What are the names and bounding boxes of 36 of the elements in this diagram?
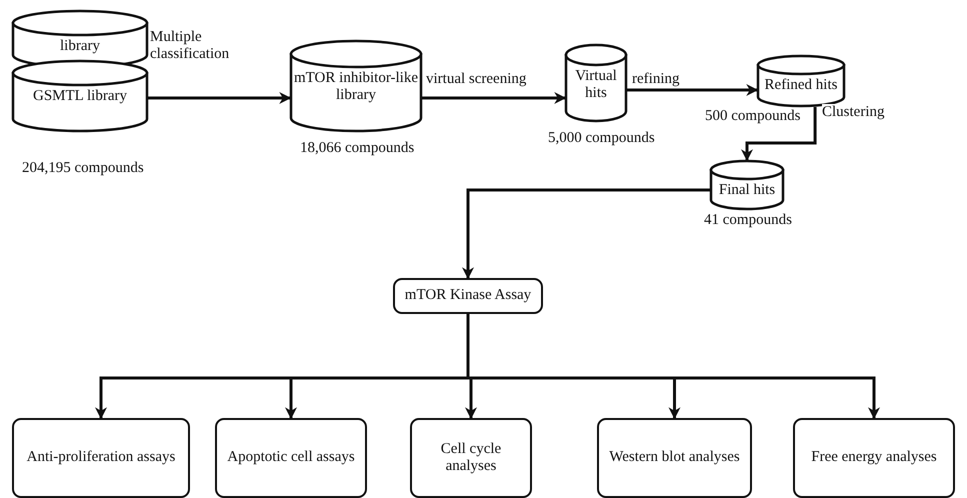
process-box [12,418,190,498]
node-label: library [60,38,100,56]
node-label: Anti-proliferation assays [26,449,176,467]
edge-label: virtual screening [426,70,526,87]
node-label: Refined hits [764,77,838,95]
database-cylinder [757,55,845,107]
compound-count: 5,000 compounds [548,130,655,147]
arrow [148,92,292,104]
edge-label: refining [632,70,680,87]
node-label: Free energy analyses [811,449,937,467]
node-label: Virtual hits [574,68,618,104]
node-label: Apoptotic cell assays [227,449,355,467]
node-label: Cell cycle analyses [440,440,502,476]
process-box [410,418,532,498]
arrow [462,188,710,280]
database-cylinder [710,160,784,210]
compound-count: 204,195 compounds [22,160,144,177]
process-box [597,418,752,498]
process-box [793,418,955,498]
process-box [393,278,543,314]
node-label: mTOR inhibitor-like library [293,70,419,106]
compound-count: 41 compounds [704,212,792,229]
database-cylinder [290,40,422,132]
database-cylinder [565,44,627,122]
arrow [627,84,758,96]
arrow [741,107,817,162]
edge-label: Clustering [822,104,884,120]
node-label: Final hits [718,182,776,200]
arrow [422,92,566,104]
node-label: Western blot analyses [609,449,740,467]
compound-count: 500 compounds [705,108,800,125]
node-label: mTOR Kinase Assay [404,287,532,305]
node-label: GSMTL library [32,88,127,106]
compound-count: 18,066 compounds [300,140,414,157]
database-cylinder [12,60,148,132]
process-box [215,418,367,498]
